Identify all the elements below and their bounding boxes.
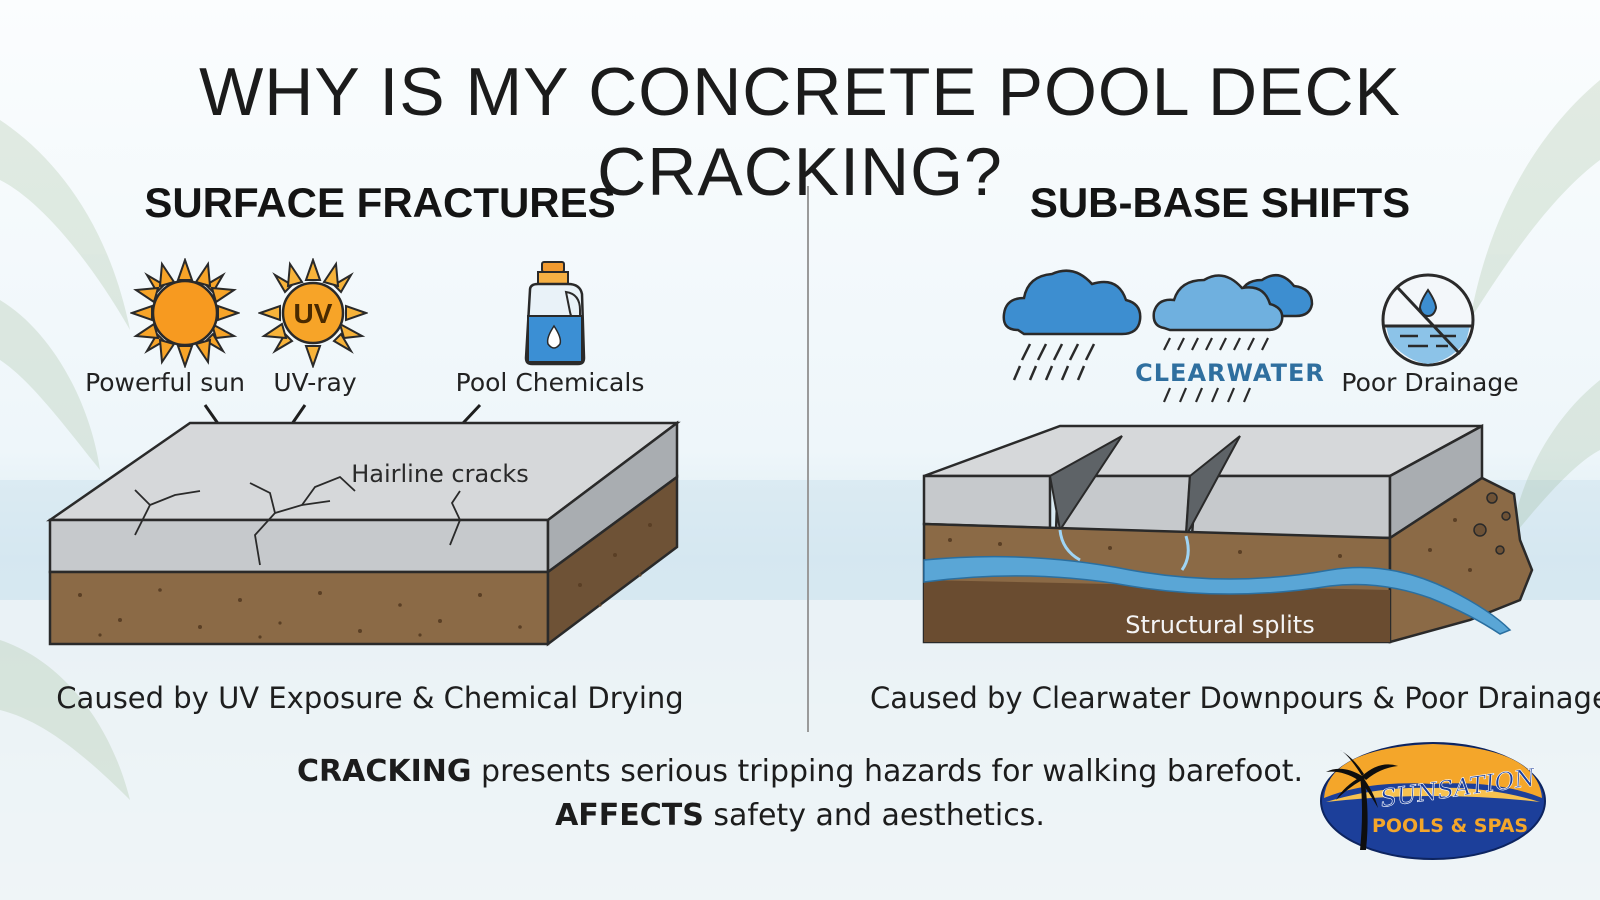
concrete-front [48, 518, 550, 574]
surface-fractures-heading: SURFACE FRACTURES [144, 179, 616, 226]
powerful-sun-label: Powerful sun [85, 368, 245, 397]
logo-pools-spas-text: POOLS & SPAS [1372, 815, 1528, 837]
footer-line-1-text: presents serious tripping hazards for wa… [471, 754, 1303, 789]
footer-line-1: CRACKING presents serious tripping hazar… [200, 750, 1400, 794]
page-title: WHY IS MY CONCRETE POOL DECK CRACKING? [199, 54, 1401, 210]
uv-badge: UV [294, 298, 333, 329]
no-drainage-icon [1381, 273, 1475, 367]
rain-cloud-icon [1002, 269, 1142, 381]
sun-icon [130, 258, 240, 368]
poor-drainage-label: Poor Drainage [1341, 368, 1519, 397]
soil-front [48, 570, 550, 646]
structural-splits-label: Structural splits [1125, 611, 1315, 639]
water-layer [923, 555, 1512, 635]
chemical-jug-icon [524, 261, 586, 366]
uv-ray-label: UV-ray [273, 368, 357, 397]
footer-line-2-text: safety and aesthetics. [703, 798, 1045, 833]
clearwater-label: CLEARWATER [1135, 359, 1325, 387]
hairline-cracks [134, 475, 461, 566]
footer-cracking-bold: CRACKING [297, 754, 472, 789]
surface-slab-diagram [46, 403, 681, 647]
pool-chemicals-label: Pool Chemicals [455, 368, 645, 397]
hairline-cracks-label: Hairline cracks [351, 460, 529, 488]
left-caption: Caused by UV Exposure & Chemical Drying [56, 681, 684, 715]
section-divider [807, 186, 809, 732]
right-caption: Caused by Clearwater Downpours & Poor Dr… [870, 681, 1600, 715]
footer-affects-bold: AFFECTS [555, 798, 704, 833]
sub-base-shifts-heading: SUB-BASE SHIFTS [1029, 179, 1411, 226]
subbase-slab-diagram [922, 423, 1534, 644]
uv-sun-icon: UV [258, 258, 368, 368]
sunsation-logo: SUNSATION POOLS & SPAS [1320, 742, 1546, 860]
footer-line-2: AFFECTS safety and aesthetics. [200, 794, 1400, 838]
storm-clouds-icon [1152, 273, 1314, 403]
